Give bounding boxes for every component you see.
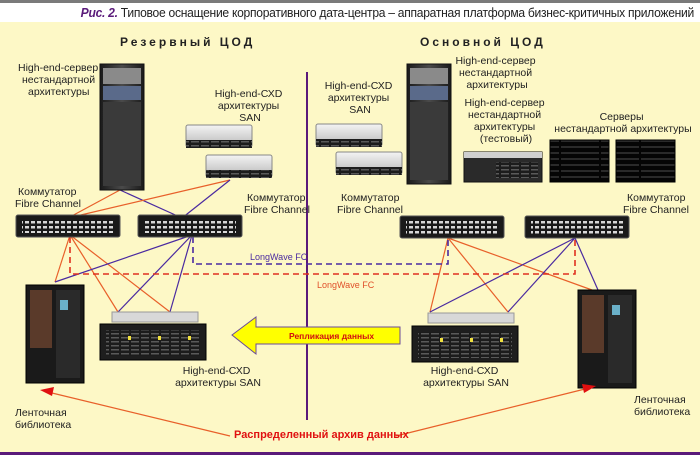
reserve-fc-switch-right — [137, 214, 243, 238]
link-line — [429, 237, 449, 313]
reserve-switch-left-label: Коммутатор Fibre Channel — [15, 186, 81, 210]
figure-label: Рис. 2. — [80, 5, 118, 20]
main-nonstd-servers — [549, 139, 676, 183]
link-line — [54, 234, 193, 283]
top-border — [0, 0, 700, 3]
link-line — [574, 237, 599, 291]
reserve-fc-switch-left — [15, 214, 121, 238]
main-storage-bottom-label: High-end-СХD архитектуры SAN — [423, 365, 509, 389]
reserve-server-label: High-end-сервер нестандартной архитектур… — [18, 62, 101, 98]
link-line — [447, 237, 593, 291]
reserve-tape-label: Ленточная библиотека — [15, 407, 71, 431]
link-line — [181, 179, 231, 219]
reserve-storage-bottom — [99, 311, 207, 361]
archive-arrow-right-line — [395, 388, 586, 437]
reserve-switch-right-label: Коммутатор Fibre Channel — [244, 192, 310, 216]
main-server-label: High-end-сервер нестандартной архитектур… — [455, 55, 538, 91]
link-line — [507, 237, 576, 313]
link-line — [54, 234, 71, 283]
reserve-storage-top-label: High-end-СХD архитектуры SAN — [215, 88, 286, 124]
link-line — [429, 237, 576, 313]
archive-arrow-left-line — [51, 392, 231, 437]
link-line — [67, 179, 231, 219]
link-line — [119, 189, 183, 219]
longwave-red-link — [69, 237, 576, 275]
archive-label: Распределенный архив данных — [234, 429, 410, 441]
reserve-highend-server — [99, 63, 145, 191]
main-highend-server — [406, 63, 452, 185]
reserve-storage-top — [185, 124, 273, 178]
longwave-red-label: LongWave FC — [317, 280, 375, 290]
longwave-blue-link — [192, 237, 449, 265]
main-links — [429, 237, 599, 313]
bottom-border — [0, 452, 700, 455]
link-line — [447, 237, 509, 313]
reserve-site-heading: Резервный ЦОД — [120, 35, 255, 49]
reserve-tape-library — [25, 284, 85, 384]
main-fc-switch-right — [524, 215, 630, 239]
reserve-storage-bottom-label: High-end-СХD архитектуры SAN — [175, 365, 261, 389]
main-switch-right-label: Коммутатор Fibre Channel — [623, 192, 689, 216]
main-test-server — [463, 151, 543, 183]
archive-arrowhead-right — [582, 384, 596, 393]
main-site-heading: Основной ЦОД — [420, 35, 546, 49]
replication-arrow — [231, 316, 401, 356]
replication-label: Репликация данных — [289, 331, 374, 341]
archive-arrowhead-left — [40, 387, 54, 396]
main-test-server-label: High-end-сервер нестандартной архитектур… — [464, 97, 547, 145]
main-nonstd-servers-label: Серверы нестандартной архитектуры — [554, 111, 691, 135]
link-line — [69, 234, 171, 313]
link-line — [67, 189, 121, 219]
main-storage-top — [315, 123, 403, 175]
main-fc-switch-left — [399, 215, 505, 239]
figure-title: Типовое оснащение корпоративного дата-це… — [120, 5, 695, 20]
link-line — [169, 234, 193, 313]
main-tape-library — [577, 289, 637, 389]
main-storage-top-label: High-end-СХD архитектуры SAN — [325, 80, 396, 116]
figure-caption: Рис. 2. Типовое оснащение корпоративного… — [49, 5, 695, 20]
main-storage-bottom — [411, 312, 519, 363]
main-switch-left-label: Коммутатор Fibre Channel — [337, 192, 403, 216]
longwave-blue-label: LongWave FC — [250, 252, 308, 262]
main-tape-label: Ленточная библиотека — [634, 394, 690, 418]
